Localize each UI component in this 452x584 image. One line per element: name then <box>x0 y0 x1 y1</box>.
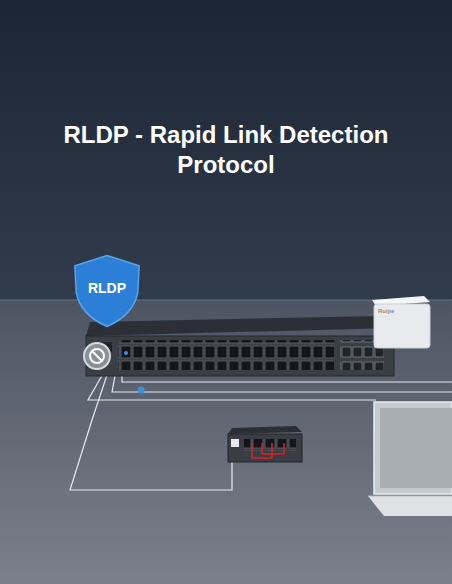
link-dot <box>138 387 145 394</box>
title: RLDP - Rapid Link Detection Protocol <box>46 120 406 180</box>
core-switch <box>86 316 394 376</box>
loop-switch <box>228 426 302 462</box>
access-point <box>372 296 430 348</box>
laptop <box>368 402 452 516</box>
brand-logo: Ruijie <box>378 308 394 314</box>
shield-badge: RLDP <box>72 254 142 328</box>
shield-label: RLDP <box>88 280 126 296</box>
desk-surface <box>0 300 452 584</box>
block-icon <box>84 343 110 369</box>
